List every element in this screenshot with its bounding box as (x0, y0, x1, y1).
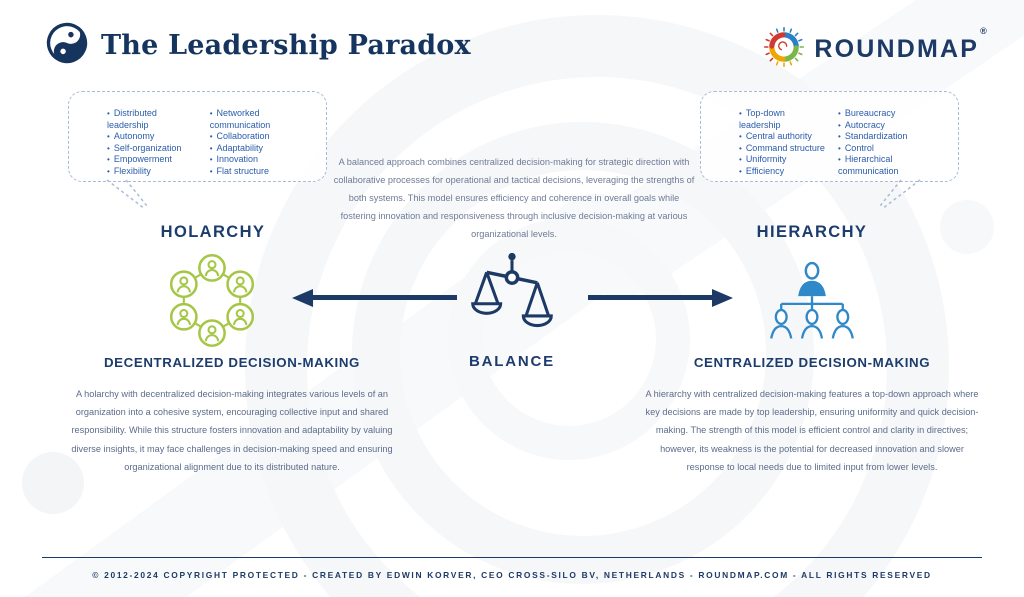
decentralized-subtitle: DECENTRALIZED DECISION-MAKING (103, 355, 360, 370)
bullet-item: Standardization (838, 131, 952, 143)
bullet-item: Top-down leadership (739, 108, 827, 131)
holarchy-network-icon (163, 250, 261, 356)
bubble-tail-icon (106, 179, 148, 210)
balance-paragraph: A balanced approach combines centralized… (333, 157, 695, 239)
holarchy-traits-col2: Networked communicationCollaborationAdap… (210, 108, 320, 177)
bullet-item: Adaptability (210, 143, 320, 155)
bullet-item: Self-organization (107, 143, 199, 155)
bullet-item: Central authority (739, 131, 827, 143)
bullet-item: Autonomy (107, 131, 199, 143)
hierarchy-description: A hierarchy with centralized decision-ma… (645, 389, 979, 472)
footer-copyright: © 2012-2024 COPYRIGHT PROTECTED - CREATE… (92, 570, 932, 580)
hierarchy-title: HIERARCHY (756, 223, 868, 241)
right-arrow-icon (588, 288, 733, 307)
bullet-item: Command structure (739, 143, 827, 155)
bullet-item: Control (838, 143, 952, 155)
balance-scale-icon (464, 249, 560, 346)
hierarchy-traits-bubble: Top-down leadershipCentral authorityComm… (700, 91, 959, 210)
brand-logo: ROUNDMAP® (763, 26, 988, 73)
bullet-item: Autocracy (838, 120, 952, 132)
bullet-item: Bureaucracy (838, 108, 952, 120)
holarchy-title: HOLARCHY (160, 223, 266, 241)
bullet-item: Uniformity (739, 154, 827, 166)
yin-yang-icon (46, 22, 88, 69)
left-arrow-icon (292, 288, 457, 307)
balance-label: BALANCE (469, 353, 555, 370)
brand-wordmark: ROUNDMAP® (814, 26, 989, 63)
bullet-item: Collaboration (210, 131, 320, 143)
registered-mark: ® (980, 26, 989, 36)
bullet-item: Hierarchical communication (838, 154, 952, 177)
holarchy-description: A holarchy with decentralized decision-m… (71, 389, 393, 472)
bullet-item: Flexibility (107, 166, 199, 178)
hierarchy-traits-col1: Top-down leadershipCentral authorityComm… (739, 108, 827, 177)
roundmap-logo-icon (763, 26, 805, 73)
page-title: The Leadership Paradox (101, 30, 471, 61)
bullet-item: Efficiency (739, 166, 827, 178)
bullet-item: Innovation (210, 154, 320, 166)
bullet-item: Flat structure (210, 166, 320, 178)
footer-divider (42, 557, 982, 558)
hierarchy-org-icon (762, 252, 862, 353)
bullet-item: Empowerment (107, 154, 199, 166)
bubble-tail-icon (879, 179, 921, 210)
header: The Leadership Paradox (46, 22, 471, 69)
holarchy-traits-col1: Distributed leadershipAutonomySelf-organ… (107, 108, 199, 177)
centralized-subtitle: CENTRALIZED DECISION-MAKING (693, 355, 931, 370)
holarchy-traits-bubble: Distributed leadershipAutonomySelf-organ… (68, 91, 327, 210)
bullet-item: Networked communication (210, 108, 320, 131)
bullet-item: Distributed leadership (107, 108, 199, 131)
hierarchy-traits-col2: BureaucracyAutocracyStandardizationContr… (838, 108, 952, 177)
